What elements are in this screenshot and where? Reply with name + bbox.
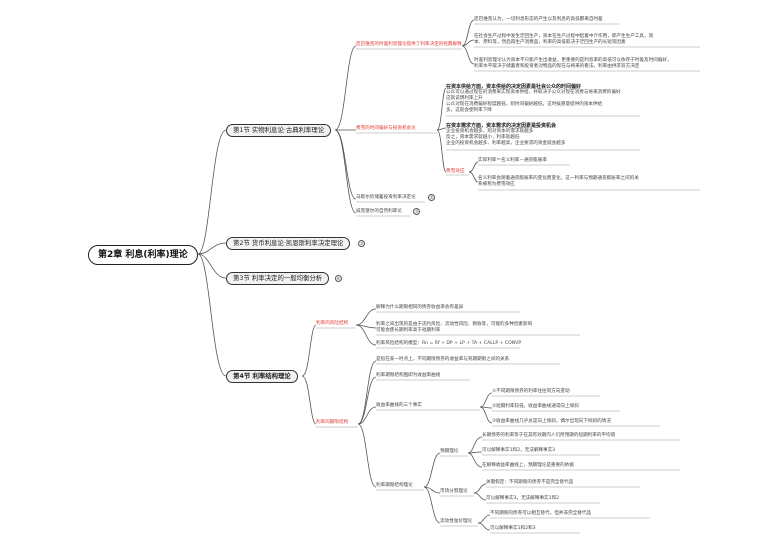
expectations-leaf-2: 可以解释事实1和2，无法解释事实3 [482,448,556,453]
branch-bohm-bawerk[interactable]: 庞巴维克的时差利息理论提供了利率决定的经典解释 [356,42,462,47]
fact-3: ③收益率曲线几乎总是向上倾斜，偶尔出现向下倾斜的情况 [492,419,611,424]
root-topic[interactable]: 第2章 利息(利率)理论 [88,245,198,265]
fisher-supply-heading: 在资本供给方面，资本供给的决定因素是社会公众的时间偏好 [446,84,582,90]
chapter-3-node[interactable]: 第3节 利率决定的一般均衡分析 [226,272,330,285]
fisher-demand-heading: 在资本需求方面，资本需求的决定因素是投资机会 [446,123,557,129]
fisher-supply-3-line2: 多，这就会使利率下降 [446,108,492,113]
liquidity-leaf-1: 不同期限的债券可以相互替代，但并非完全替代品 [490,511,592,516]
fisher-effect-1: 实际利率＝名义利率－通货膨胀率 [478,158,547,163]
theory-liquidity-premium[interactable]: 流动性溢价理论 [440,519,473,524]
leaf-a-3-line2: 利率水平取决于储蓄者和投资者对物品的现在与将来的看法，利率由供求双方决定 [474,64,640,69]
risk-leaf-3: 利率风险结构的模型：Rn = Rf + DP + LP + TA + CALLP… [376,341,522,346]
segmentation-leaf-2: 可以解释事实3，无法解释事实1和2 [486,496,560,501]
leaf-a-2-line1: 在社会生产过程中发生迂回生产，资本在生产过程中起着中介作用，即产生生产工具，资 [474,34,654,39]
chapter-4-node[interactable]: 第4节 利率结构理论 [226,370,298,383]
fisher-effect-2-line2: 系被称为费雪效应 [478,182,515,187]
fisher-demand-2: 反之，资本需求就越小，利率就越低 [446,135,520,140]
fisher-demand-3: 企业的投资机会越多、利率越高，企业要求的资金就会越多 [446,141,566,146]
leaf-a-1: 庞巴维克认为，一切利息形态的产生以及利息的高低都来自时差 [474,17,603,22]
leaf-a-2-line2: 本、原料等，然后再生产消费品，利率的高低取决于迂回生产的长短等因素 [474,40,626,45]
chapter-2-collapsed-count[interactable]: ③ [358,240,365,247]
liquidity-leaf-2: 可以解释事实1和2和3 [490,526,536,531]
segmentation-leaf-1: 关键假定：不同期限的债券不是完全替代品 [486,480,574,485]
leaf-a-3-line1: 时差利息理论认为资本不只能产生出收益，更重要的是利息率的高低可以依存于时差及时间… [474,58,672,63]
term-leaf-theories[interactable]: 利率期限结构理论 [376,483,413,488]
fact-1: ①不同期限债券的利率往往同方向变动 [492,389,570,394]
risk-leaf-2-line1: 利率之间出现的是由于违约风险、流动性风险、税收等，可能的多种因素影响 [376,322,533,327]
wicksell-collapsed-count[interactable]: ③ [413,208,420,215]
risk-leaf-1: 解释为什么期限相同的债券收益率会有差异 [376,305,464,310]
fisher-supply-3-line1: 公众对现在消费偏好程度越低，则时间偏好越低，这时候愿意提供的资本供给 [446,102,603,107]
branch-marshall[interactable]: 马歇尔的储蓄投资利率决定论 [356,195,416,200]
term-leaf-facts[interactable]: 收益率曲线的三个事实 [376,403,422,408]
fisher-supply-2: 这就说明利率上升 [446,96,483,101]
branch-term-structure[interactable]: 利率的期限结构 [316,420,349,425]
term-leaf-2: 利率期限结构图即为收益率曲线 [376,373,441,378]
expectations-leaf-3: 在解释收益率曲线上，预期理论是重要的依据 [482,463,574,468]
risk-leaf-2-line2: 可能会使长期利率高于短期利率 [376,328,441,333]
chapter-2-node[interactable]: 第2节 货币利息论·凯恩斯利率决定理论 [226,237,351,250]
marshall-collapsed-count[interactable]: ② [428,194,435,201]
branch-wicksell[interactable]: 威克塞尔的自然利率论 [356,209,402,214]
chapter-1-node[interactable]: 第1节 实物利息论·古典利率理论 [226,124,332,137]
branch-risk-structure[interactable]: 利率的风险结构 [316,321,349,326]
expectations-leaf-1: 长期债券的利率等于在其有效期内人们所预期的短期利率的平均值 [482,433,616,438]
fact-2: ②短期利率较低，收益率曲线通常向上倾斜 [492,404,579,409]
fisher-effect-2-line1: 名义利率会随着通货膨胀率的变化而变化，这一利率与预期通货膨胀率之间的关 [478,176,639,181]
theory-expectations[interactable]: 预期理论 [440,449,459,454]
fisher-effect-node[interactable]: 费雪效应 [446,169,465,174]
branch-fisher[interactable]: 费雪的时间偏好与投资机会论 [356,126,416,131]
fisher-supply-1: 公众可以通过现在的消费来实现资本供给，并取决于公众对现在消费与将来消费的偏好 [446,90,621,95]
fisher-demand-1: 企业投资机会越多，则对资本的需求就越多 [446,129,534,134]
chapter-3-collapsed-count[interactable]: ⑥ [335,275,342,282]
theory-segmentation[interactable]: 市场分割理论 [440,489,468,494]
term-leaf-1: 是指在某一时点上，不同期限债券的收益率与到期期限之间的关系 [376,357,510,362]
